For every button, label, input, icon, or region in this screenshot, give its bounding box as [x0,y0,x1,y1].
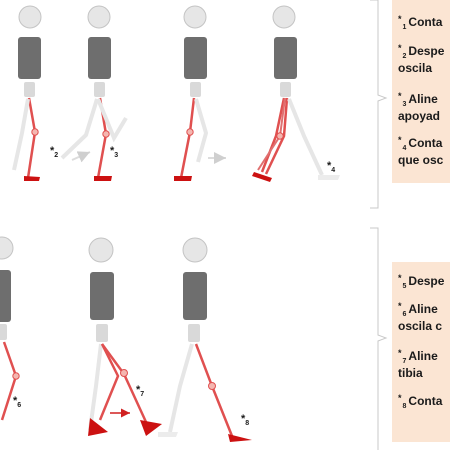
note-line: que osc [398,153,444,167]
bracket-top [370,0,388,209]
note-line: Aline [408,92,438,106]
marker-star: * [136,384,141,396]
marker-4: *4 [327,160,335,177]
note-line: oscila c [398,319,443,333]
marker-number: 7 [140,391,145,399]
marker-number: 4 [331,167,336,175]
marker-3: *3 [110,145,118,162]
figure-5 [0,236,20,421]
note-number: 8 [402,403,407,410]
marker-number: 2 [54,152,59,160]
marker-number: 3 [114,152,119,160]
note-number: 4 [402,145,407,152]
note-line: oscila [398,61,433,75]
figure-7 [158,237,252,442]
marker-star: * [13,395,18,407]
figure-3 [174,5,226,181]
note-line: Despe [408,44,445,58]
note-line: Conta [408,136,443,150]
figure-6 [88,237,162,436]
marker-number: 6 [17,402,22,410]
note-line: Conta [408,394,443,408]
marker-star: * [110,145,115,157]
note-line: tibia [398,366,423,380]
marker-star: * [327,160,332,172]
note-line: apoyad [398,109,441,123]
marker-star: * [50,145,55,157]
note-number: 5 [402,283,407,290]
note-star: * [398,14,402,24]
note-star: * [398,348,402,358]
marker-star: * [241,413,246,425]
marker-7: *7 [136,384,144,401]
note-number: 6 [402,311,407,318]
figure-2 [60,5,128,181]
note-star: * [398,393,402,403]
marker-8: *8 [241,413,249,430]
note-star: * [398,91,402,101]
note-number: 3 [402,101,407,108]
note-star: * [398,135,402,145]
note-number: 2 [402,53,407,60]
marker-6: *6 [13,395,21,412]
bracket-bottom [370,227,388,450]
note-line: Conta [408,15,443,29]
note-star: * [398,301,402,311]
marker-2: *2 [50,145,58,162]
figure-1 [12,5,42,181]
figure-4 [252,5,340,182]
note-line: Aline [408,349,438,363]
note-line: Despe [408,274,445,288]
note-star: * [398,273,402,283]
note-line: Aline [408,302,438,316]
marker-number: 8 [245,420,250,428]
note-number: 1 [402,24,407,31]
note-star: * [398,43,402,53]
note-number: 7 [402,358,407,365]
